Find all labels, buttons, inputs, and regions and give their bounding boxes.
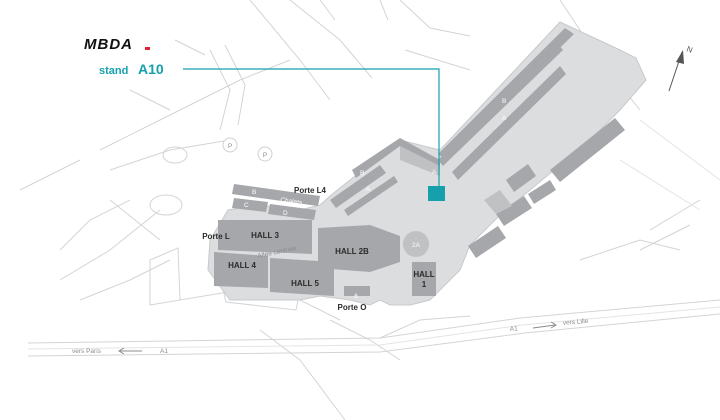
hall-4-label: HALL 4 bbox=[228, 261, 256, 270]
row-6-building bbox=[344, 286, 370, 296]
parking-icon-1 bbox=[222, 137, 238, 153]
a1-west-label: A1 bbox=[160, 348, 168, 355]
arrow-to-lille bbox=[532, 324, 556, 329]
parking-icon-2 bbox=[257, 146, 273, 162]
east-annex-blocks bbox=[468, 118, 625, 258]
hall-2b-label: HALL 2B bbox=[335, 247, 369, 256]
chalets-row-d bbox=[268, 204, 316, 220]
compass-label: N bbox=[685, 44, 694, 55]
hall-5-label: HALL 5 bbox=[291, 279, 319, 288]
row-a-north-label: A bbox=[502, 115, 507, 122]
chalets-label: Chalets bbox=[280, 197, 304, 207]
row-b-center-label: B bbox=[360, 170, 364, 177]
logo-text: MBDA bbox=[84, 36, 133, 53]
row-c-label: C bbox=[244, 202, 249, 209]
mbda-logo: MBDA bbox=[84, 36, 150, 53]
row-b-west-label: B bbox=[252, 189, 256, 196]
hall-2a-label: 2A bbox=[412, 242, 421, 249]
stand-callout bbox=[183, 68, 445, 201]
hall-1-label-line2: 1 bbox=[422, 280, 427, 289]
hall-2a-building bbox=[403, 231, 429, 257]
a1-east-label: A1 bbox=[510, 325, 519, 333]
hall-3-building bbox=[218, 220, 312, 254]
row-a-west-label: A bbox=[366, 186, 371, 193]
stand-number: A10 bbox=[138, 61, 164, 77]
hall-3-label: HALL 3 bbox=[251, 231, 279, 240]
stand-label-group: stand A10 bbox=[99, 61, 164, 77]
chalets-row-b bbox=[232, 184, 320, 206]
hall-buildings bbox=[214, 184, 436, 296]
road-annotations: A1 vers Lille vers Paris A1 bbox=[72, 318, 589, 355]
row-b-north-label: B bbox=[502, 98, 506, 105]
callout-line bbox=[183, 68, 440, 186]
row-6-label: 6 bbox=[354, 293, 358, 300]
row-a-center-label: A bbox=[432, 169, 437, 176]
row-blocks bbox=[330, 28, 574, 216]
porte-l4-label: Porte L4 bbox=[294, 186, 327, 195]
porte-o-label: Porte O bbox=[338, 303, 367, 312]
north-arrow: N bbox=[668, 44, 694, 92]
logo-accent bbox=[145, 47, 150, 50]
row-d-label: D bbox=[283, 210, 288, 217]
parking-markers: P P bbox=[222, 137, 273, 162]
vers-lille-label: vers Lille bbox=[563, 318, 590, 327]
gate-labels: Porte L4 Porte L Porte O bbox=[202, 186, 366, 312]
hall-1-label-line1: HALL bbox=[413, 270, 434, 279]
parking-label-2: P bbox=[263, 152, 267, 159]
hall-2b-building bbox=[318, 225, 400, 272]
porte-l-label: Porte L bbox=[202, 232, 230, 241]
chalets-row-c bbox=[232, 198, 268, 212]
hall-labels: HALL 2B 2A HALL 1 HALL 3 HALL 4 HALL 5 bbox=[228, 231, 435, 289]
motorway-a1 bbox=[27, 299, 720, 357]
stand-a10-marker bbox=[428, 186, 445, 201]
vers-paris-label: vers Paris bbox=[72, 348, 102, 355]
hall-4-building bbox=[214, 252, 268, 288]
hall-1-building bbox=[412, 262, 436, 296]
hall-5-building bbox=[270, 258, 334, 296]
street-network bbox=[19, 0, 720, 420]
stand-word: stand bbox=[99, 65, 128, 77]
parking-label-1: P bbox=[228, 143, 232, 150]
